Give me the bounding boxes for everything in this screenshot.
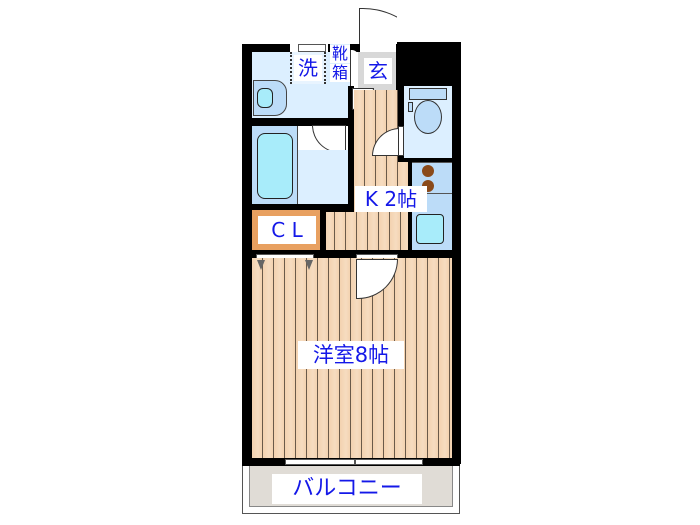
balcony-label: バルコニー — [272, 474, 422, 504]
wall-washroom-right — [348, 86, 354, 212]
wall-bath-top — [242, 118, 354, 126]
toilet-paper — [408, 102, 413, 112]
kitchen-label: K 2帖 — [355, 186, 427, 212]
kitchen-sink — [416, 214, 444, 244]
entrance-label: 玄 — [364, 58, 392, 84]
bath-divider — [297, 126, 298, 206]
wall-top-right — [397, 42, 461, 86]
sliding-window-right — [355, 459, 423, 465]
toilet-tank — [409, 88, 447, 100]
shoe-box-door — [350, 50, 358, 86]
shoe-box-label-1: 靴 — [330, 44, 350, 63]
wall-closet-right — [320, 210, 326, 256]
entrance-door — [359, 8, 399, 44]
closet-door-marker-1 — [257, 260, 265, 270]
toilet-door-leaf — [398, 126, 404, 156]
wall-room-top — [242, 250, 460, 258]
kitchen-floor-lower — [324, 210, 410, 252]
western-room-label: 洋室8帖 — [298, 341, 404, 369]
wall-bath-bottom — [242, 204, 354, 212]
western-room-floor — [252, 258, 452, 459]
closet-door-marker-2 — [305, 260, 313, 270]
laundry-label: 洗 — [294, 55, 322, 81]
wall-entrance-right — [396, 44, 400, 94]
shoe-box-label-2: 箱 — [330, 63, 350, 82]
stove-burner-1 — [422, 165, 434, 177]
bathtub — [257, 133, 293, 199]
bath-door — [312, 125, 346, 153]
bathroom-wash-area — [298, 150, 348, 206]
toilet-bowl — [414, 100, 442, 134]
counter-divider — [412, 193, 452, 194]
closet-label: C L — [258, 216, 316, 244]
sliding-window-left — [285, 459, 355, 465]
washbasin-bowl — [257, 88, 273, 108]
window-laundry — [298, 44, 326, 52]
